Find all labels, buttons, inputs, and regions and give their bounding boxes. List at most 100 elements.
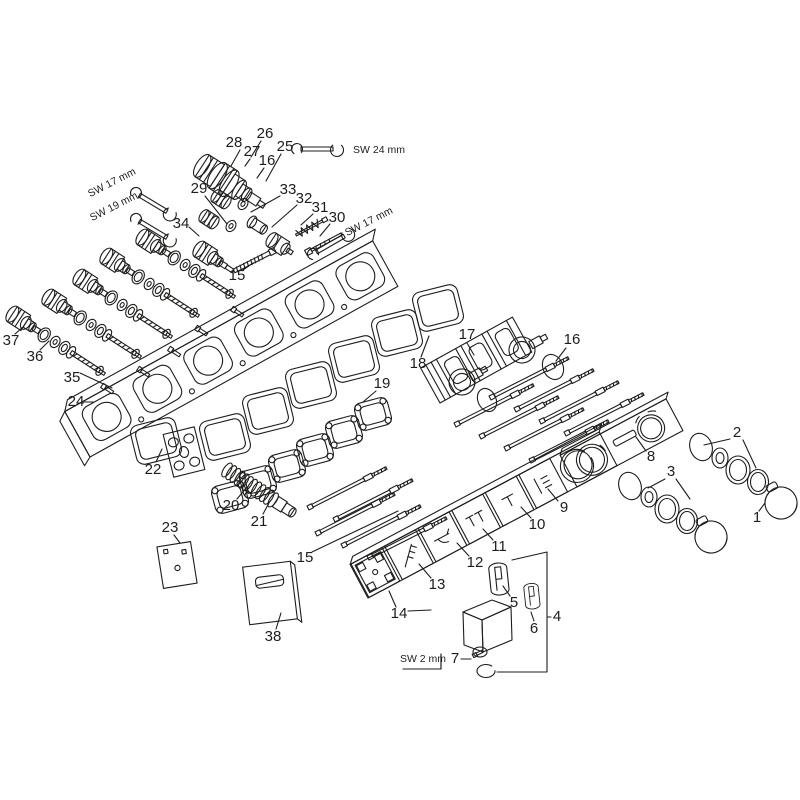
leader-line bbox=[244, 158, 251, 167]
part-number-label: 9 bbox=[560, 499, 568, 516]
leader-line bbox=[482, 528, 494, 541]
part-number-label: 26 bbox=[257, 125, 274, 142]
hot-indicator bbox=[635, 415, 640, 424]
regulation-parts-cluster bbox=[198, 189, 343, 257]
leader-line bbox=[466, 342, 475, 356]
part-number-label: 18 bbox=[410, 355, 427, 372]
part-number-label: 30 bbox=[329, 209, 346, 226]
thermostat-face-plate bbox=[559, 391, 684, 488]
part-number-label: 3 bbox=[667, 463, 675, 480]
leader-line bbox=[250, 195, 281, 213]
leader-line bbox=[420, 335, 430, 358]
leader-line bbox=[311, 510, 399, 553]
leader-line bbox=[256, 167, 265, 179]
leader-line bbox=[530, 611, 535, 622]
leader-line bbox=[758, 502, 766, 512]
leader-line bbox=[388, 590, 397, 608]
frame-openings bbox=[81, 252, 386, 442]
spray-mode-icon bbox=[465, 509, 484, 527]
tool-size-label: SW 2 mm bbox=[400, 653, 446, 665]
volume-icon bbox=[533, 475, 553, 494]
leader-line bbox=[520, 506, 532, 519]
part-number-label: 37 bbox=[3, 332, 20, 349]
part-number-label: 20 bbox=[223, 497, 240, 514]
symbol-plate-band bbox=[349, 423, 618, 599]
shower-holder-clip bbox=[522, 582, 541, 611]
part-number-label: 17 bbox=[459, 326, 476, 343]
leader-line bbox=[407, 609, 432, 612]
leader-line bbox=[39, 340, 50, 351]
part-number-label: 38 bbox=[265, 628, 282, 645]
valve-cartridge bbox=[508, 333, 549, 364]
part-number-label: 8 bbox=[647, 448, 655, 465]
leader-line bbox=[418, 563, 432, 579]
set-screw bbox=[471, 649, 484, 659]
leader-line bbox=[647, 478, 666, 489]
wrench-icon bbox=[288, 140, 347, 160]
leader-line bbox=[236, 486, 248, 500]
part-number-label: 33 bbox=[280, 181, 297, 198]
template-plate bbox=[156, 541, 198, 589]
leader-line bbox=[362, 390, 377, 403]
leader-line bbox=[242, 262, 254, 271]
leader-line bbox=[271, 204, 298, 228]
leader-line bbox=[230, 149, 241, 167]
fixing-screw-bundle bbox=[306, 355, 646, 561]
spray-mode-icon bbox=[501, 493, 514, 507]
leader-line bbox=[456, 542, 470, 557]
leader-line bbox=[555, 347, 567, 362]
part-number-label: 29 bbox=[191, 180, 208, 197]
o-ring bbox=[476, 353, 565, 413]
part-number-label: 23 bbox=[162, 519, 179, 536]
part-number-label: 15 bbox=[297, 549, 314, 566]
part-number-label: 1 bbox=[753, 509, 761, 526]
part-number-label: 16 bbox=[564, 331, 581, 348]
part-number-label: 15 bbox=[229, 267, 246, 284]
part-number-label: 27 bbox=[244, 143, 261, 160]
part-number-label: 35 bbox=[64, 369, 81, 386]
leader-line bbox=[155, 448, 163, 463]
part-number-label: 4 bbox=[553, 608, 561, 625]
thermostat-cartridge bbox=[192, 153, 267, 209]
part-number-label: 32 bbox=[296, 190, 313, 207]
leader-line bbox=[188, 226, 200, 237]
leader-line bbox=[14, 326, 24, 335]
leader-line bbox=[703, 438, 731, 446]
part-number-label: 21 bbox=[251, 513, 268, 530]
part-number-label: 34 bbox=[173, 215, 190, 232]
part-number-label: 19 bbox=[374, 375, 391, 392]
handshower-icon bbox=[404, 543, 417, 568]
flex-hose bbox=[221, 462, 297, 518]
part-number-label: 16 bbox=[259, 152, 276, 169]
tool-size-label: SW 17 mm bbox=[343, 205, 395, 239]
wall-outlet-elbow bbox=[462, 599, 513, 679]
leader-line bbox=[547, 488, 559, 502]
leader-line bbox=[675, 478, 691, 500]
escutcheon-seal-row bbox=[128, 282, 466, 467]
bracket-line bbox=[496, 551, 548, 673]
part-number-label: 10 bbox=[529, 516, 546, 533]
trim-ring-set bbox=[614, 468, 699, 535]
leader-line bbox=[502, 585, 511, 597]
leader-line bbox=[635, 436, 647, 452]
leader-line bbox=[742, 439, 757, 469]
part-number-label: 2 bbox=[733, 424, 741, 441]
part-number-label: 24 bbox=[68, 393, 85, 410]
leader-line bbox=[265, 153, 282, 182]
part-number-label: 22 bbox=[145, 461, 162, 478]
strainer-element bbox=[354, 551, 396, 594]
part-number-label: 14 bbox=[391, 605, 408, 622]
leader-line bbox=[275, 612, 282, 630]
cover-plate bbox=[242, 560, 303, 626]
part-number-label: 13 bbox=[429, 576, 446, 593]
part-number-label: 12 bbox=[467, 554, 484, 571]
handle-knob bbox=[755, 475, 800, 526]
part-number-label: 6 bbox=[530, 620, 538, 637]
leader-line bbox=[262, 502, 270, 515]
leader-line bbox=[300, 213, 314, 226]
leader-line bbox=[204, 195, 228, 225]
allen-key-icon bbox=[402, 653, 442, 670]
valve-body bbox=[420, 316, 549, 404]
